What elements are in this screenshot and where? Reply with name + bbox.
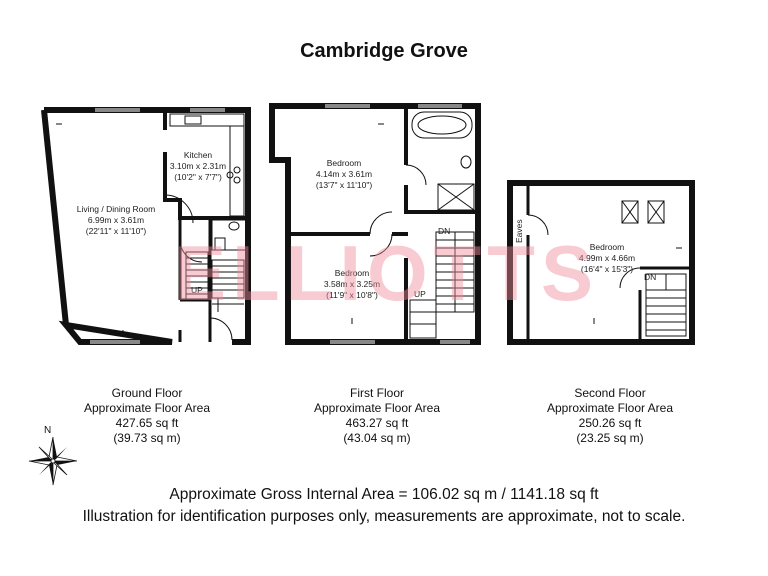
door-swing [179,239,203,263]
room-name: Kitchen [184,150,213,160]
bathtub [411,111,473,139]
first-floor-plan [269,103,481,345]
shower [437,183,475,211]
wc-room [211,219,247,251]
skylight [621,200,639,224]
first-floor-stairs [409,231,475,339]
floor-area-sqft: 427.65 sq ft [115,416,179,430]
kitchen-wall [163,110,248,220]
room-imperial: (22'11" x 11'10") [86,226,147,236]
toilet [460,155,472,169]
disclaimer: Illustration for identification purposes… [82,508,686,525]
floor-name: Second Floor [574,386,646,400]
room-metric: 4.99m x 4.66m [579,253,635,263]
floor-area-label: Approximate Floor Area [546,401,674,415]
room-name: Bedroom [335,268,370,278]
compass-rose [28,436,78,486]
room-name: Bedroom [590,242,625,252]
hob-ring [233,176,241,184]
stair-label: UP [414,289,426,299]
floor-area-sqm: (23.25 sq m) [576,431,644,445]
floor-area-sqft: 463.27 sq ft [345,416,409,430]
floor-name: First Floor [350,386,404,400]
toilet [228,221,240,231]
floor-area-sqm: (39.73 sq m) [113,431,181,445]
ground-floor-plan [41,107,251,345]
door-swing [209,317,233,341]
compass-north-label: N [44,425,52,436]
room-imperial: (11'9" x 10'8") [326,290,378,300]
gross-internal-area: Approximate Gross Internal Area = 106.02… [169,486,599,503]
room-metric: 3.10m x 2.31m [170,161,226,171]
room-name: Living / Dining Room [77,204,155,214]
room-imperial: (13'7" x 11'10") [316,180,373,190]
plan-title: Cambridge Grove [300,40,468,62]
second-floor-plan [507,180,695,345]
door-swing [405,164,427,186]
room-imperial: (10'2" x 7'7") [174,172,222,182]
ground-floor-area: Ground Floor Approximate Floor Area 427.… [52,386,242,446]
room-metric: 4.14m x 3.61m [316,169,372,179]
bathroom-wall [404,106,478,214]
kitchen-worktop [169,113,245,127]
first-floor-outer-wall [269,103,481,345]
stair-enclosure-wall [638,266,690,342]
floor-area-sqm: (43.04 sq m) [343,431,411,445]
door-swing [164,194,194,224]
floor-name: Ground Floor [111,386,183,400]
eaves-label: Eaves [514,219,524,243]
bedroom-divider-wall [288,232,408,236]
door-swing [369,211,393,235]
room-metric: 6.99m x 3.61m [88,215,144,225]
stair-label: DN [644,272,656,282]
kitchen-worktop [229,125,245,217]
hob-ring [233,166,241,174]
stair-label: DN [438,226,450,236]
room-metric: 3.58m x 3.25m [324,279,380,289]
ground-floor-stairs [185,251,245,312]
sink [184,115,202,125]
second-floor-area: Second Floor Approximate Floor Area 250.… [515,386,705,446]
floor-area-label: Approximate Floor Area [83,401,211,415]
floor-area-label: Approximate Floor Area [313,401,441,415]
stair-label: UP [191,285,203,295]
skylight [647,200,665,224]
second-floor-outer-wall [507,180,695,345]
door-swing [527,214,549,236]
door-swing [619,267,641,289]
first-floor-area: First Floor Approximate Floor Area 463.2… [282,386,472,446]
room-imperial: (16'4" x 15'3") [581,264,633,274]
door-swing [369,233,393,257]
watermark: ELLIOTTS [174,229,599,317]
room-name: Bedroom [327,158,362,168]
floor-area-sqft: 250.26 sq ft [578,416,642,430]
second-floor-stairs [645,273,687,337]
